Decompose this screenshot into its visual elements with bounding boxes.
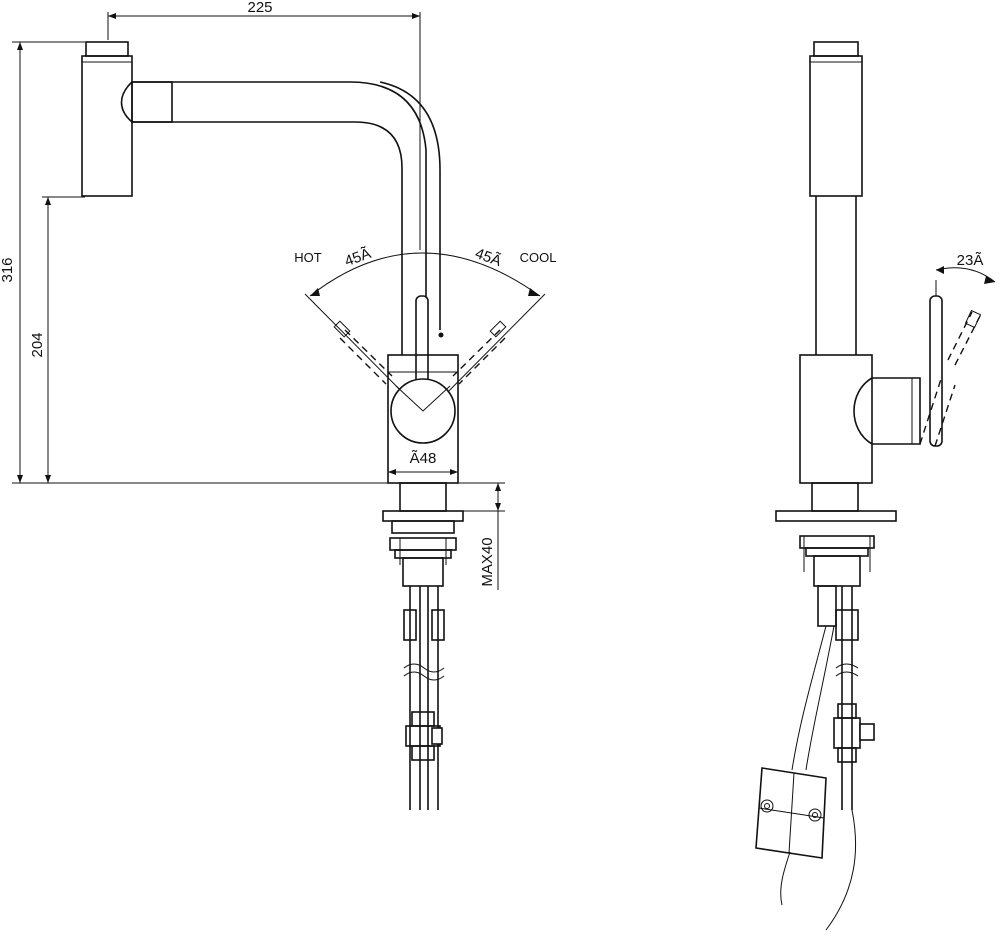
spray-head [81, 41, 133, 197]
handle-cool-position [452, 320, 507, 385]
angle-hot-text: 45Ã [342, 245, 373, 270]
angle-spray-text: 23Ã [957, 252, 984, 269]
dimension-max40: MAX40 [458, 482, 505, 590]
cool-label: COOL [520, 250, 557, 265]
angle-cool-text: 45Ã [473, 245, 504, 270]
dimension-316: 316 [0, 41, 395, 484]
control-box [755, 767, 827, 859]
mixer-body: Ã48 [387, 354, 459, 484]
spout-arm [120, 81, 444, 355]
front-view: 225 316 204 [0, 0, 556, 810]
handle-hot-position [333, 320, 393, 385]
dimension-225: 225 [107, 0, 421, 250]
side-view: 23Ã [755, 41, 996, 931]
dim-204-text: 204 [29, 332, 46, 357]
dim-225-text: 225 [247, 0, 272, 16]
diameter-text: Ã48 [410, 450, 437, 467]
dim-316-text: 316 [0, 257, 16, 282]
dimension-204: 204 [29, 196, 85, 483]
hot-label: HOT [294, 250, 322, 265]
max40-text: MAX40 [479, 537, 496, 586]
hoses-front [403, 586, 445, 810]
mount-assembly [382, 482, 464, 587]
